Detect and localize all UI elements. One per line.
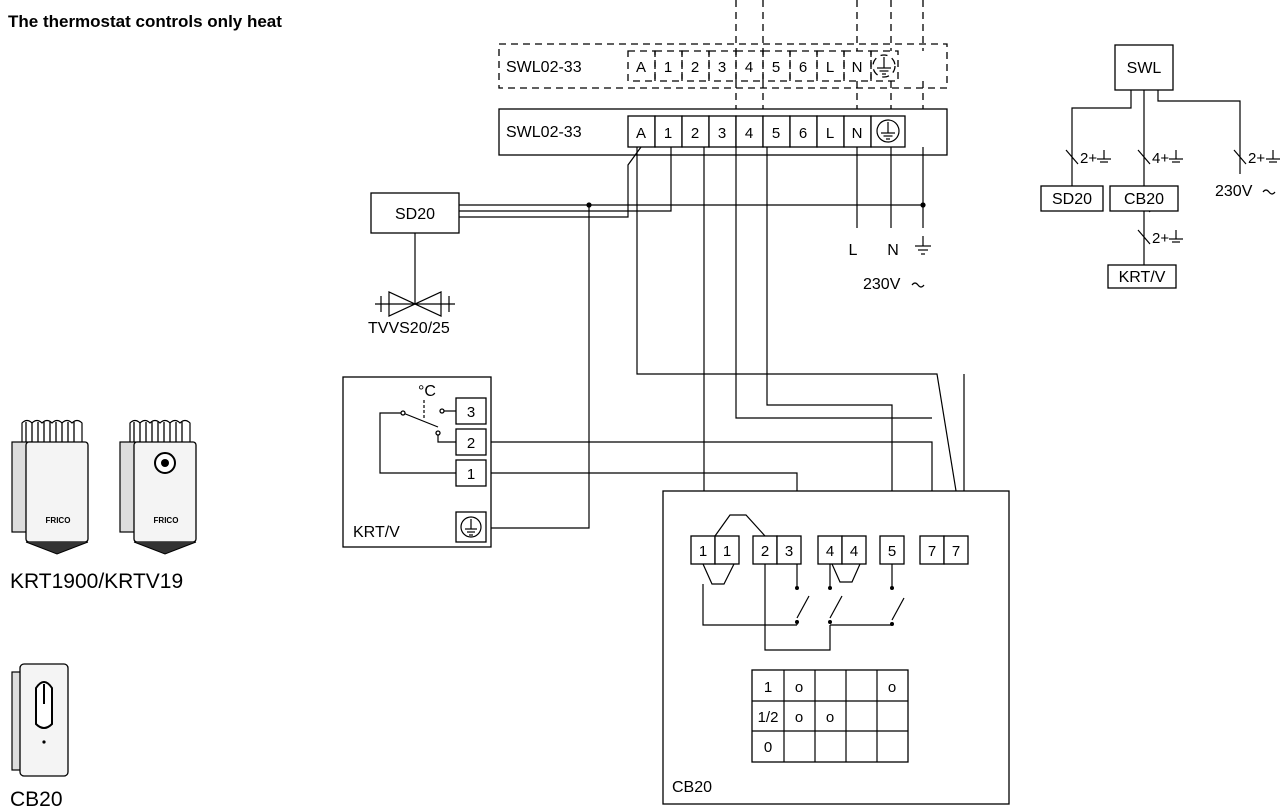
- swl-terminal-block: SWL02-33 A 1 2 3 4 5 6 L N: [498, 108, 948, 156]
- earth-icon: [876, 119, 900, 143]
- table-cell: 1: [764, 679, 772, 696]
- swl-terminal: 5: [772, 125, 780, 142]
- swl-dashed-terminal: A: [636, 59, 646, 76]
- swl-dashed-terminal: L: [826, 59, 834, 76]
- krt-unit-label: °C: [418, 383, 436, 400]
- swl-dashed-terminal: 1: [664, 59, 672, 76]
- supply-terminals: L N 230V: [849, 236, 931, 293]
- krt-thermostat: °C 3 2 1 KRT/V: [342, 376, 492, 548]
- overview-cb20: CB20: [1124, 191, 1164, 208]
- cb20-terminal: 4: [850, 543, 858, 560]
- swl-dashed-label: SWL02-33: [506, 59, 582, 76]
- table-cell: 0: [764, 739, 772, 756]
- cb20-bridges: [702, 514, 905, 651]
- earth-icon: [1097, 150, 1111, 163]
- swl-terminal: 2: [691, 125, 699, 142]
- switch-icon: [379, 400, 456, 474]
- krt-terminal: 3: [467, 404, 475, 421]
- swl-dashed-terminal: 4: [745, 59, 753, 76]
- cb20-terminal: 7: [952, 543, 960, 560]
- swl-dashed-terminal: 2: [691, 59, 699, 76]
- swl-dashed-terminal: 6: [799, 59, 807, 76]
- table-cell: 1/2: [758, 709, 779, 726]
- swl-dashed-block: SWL02-33 A 1 2 3 4 5 6 L N: [498, 43, 948, 89]
- earth-icon: [872, 54, 896, 78]
- overview-swl: SWL: [1127, 60, 1162, 77]
- swl-dashed-terminal: N: [852, 59, 863, 76]
- cb20-terminal: 1: [699, 543, 707, 560]
- cb20-terminal: 4: [826, 543, 834, 560]
- brand-logo: FRICO: [154, 516, 179, 525]
- brand-logo: FRICO: [46, 516, 71, 525]
- earth-icon: [460, 516, 482, 538]
- dashed-wires: [735, 0, 924, 116]
- cb20-switch-table: 1 o o 1/2 o o 0: [751, 669, 909, 763]
- earth-icon: [1169, 230, 1183, 243]
- swl-terminal: 4: [745, 125, 753, 142]
- swl-terminal: 1: [664, 125, 672, 142]
- valve-label: TVVS20/25: [368, 320, 450, 337]
- wires: [414, 146, 965, 541]
- swl-label: SWL02-33: [506, 124, 582, 141]
- controller-photo: [11, 663, 69, 777]
- valve-icon: [375, 291, 455, 317]
- overview-diagram: SWL SD20 CB20 KRT/V 2+ 4+ 2+: [1040, 44, 1280, 289]
- supply-voltage: 230V: [863, 276, 901, 293]
- cable-label-krt: 2+: [1152, 230, 1169, 247]
- earth-icon: [1266, 150, 1280, 163]
- swl-dashed-terminal: 5: [772, 59, 780, 76]
- table-cell: o: [888, 679, 896, 696]
- swl-terminal: A: [636, 125, 646, 142]
- earth-icon: [1169, 150, 1183, 163]
- supply-n-label: N: [887, 242, 899, 259]
- page-title: The thermostat controls only heat: [8, 12, 282, 31]
- swl-terminal: 6: [799, 125, 807, 142]
- cb20-controller: CB20 1 1 2 3 4 4 5 7 7: [662, 490, 1010, 805]
- overview-voltage: 230V: [1215, 183, 1253, 200]
- earth-icon: [915, 236, 931, 255]
- cb20-terminal: 3: [785, 543, 793, 560]
- krt-label: KRT/V: [353, 524, 400, 541]
- tilde-icon: [1262, 189, 1276, 195]
- cb20-terminal: 2: [761, 543, 769, 560]
- cb-product-caption: CB20: [10, 788, 63, 811]
- sd20-label: SD20: [395, 206, 435, 223]
- overview-sd20: SD20: [1052, 191, 1092, 208]
- swl-terminal: 3: [718, 125, 726, 142]
- cb20-terminal: 1: [723, 543, 731, 560]
- swl-terminal: N: [852, 125, 863, 142]
- table-cell: o: [826, 709, 834, 726]
- cable-label-sd20: 2+: [1080, 150, 1097, 167]
- table-cell: o: [795, 679, 803, 696]
- cb20-label: CB20: [672, 779, 712, 796]
- cb20-terminal: 5: [888, 543, 896, 560]
- krt-product-caption: KRT1900/KRTV19: [10, 570, 183, 593]
- cable-label-cb20: 4+: [1152, 150, 1169, 167]
- wire-junctions: [586, 202, 926, 208]
- overview-krt: KRT/V: [1119, 269, 1166, 286]
- sd20-actuator: SD20: [370, 192, 460, 234]
- supply-l-label: L: [849, 242, 858, 259]
- cable-label-supply: 2+: [1248, 150, 1265, 167]
- swl-terminal: L: [826, 125, 834, 142]
- thermostat-photo: FRICO FRICO: [11, 419, 197, 555]
- swl-dashed-terminal: 3: [718, 59, 726, 76]
- table-cell: o: [795, 709, 803, 726]
- krt-terminal: 1: [467, 466, 475, 483]
- tilde-icon: [911, 282, 925, 288]
- krt-terminal: 2: [467, 435, 475, 452]
- cb20-terminal: 7: [928, 543, 936, 560]
